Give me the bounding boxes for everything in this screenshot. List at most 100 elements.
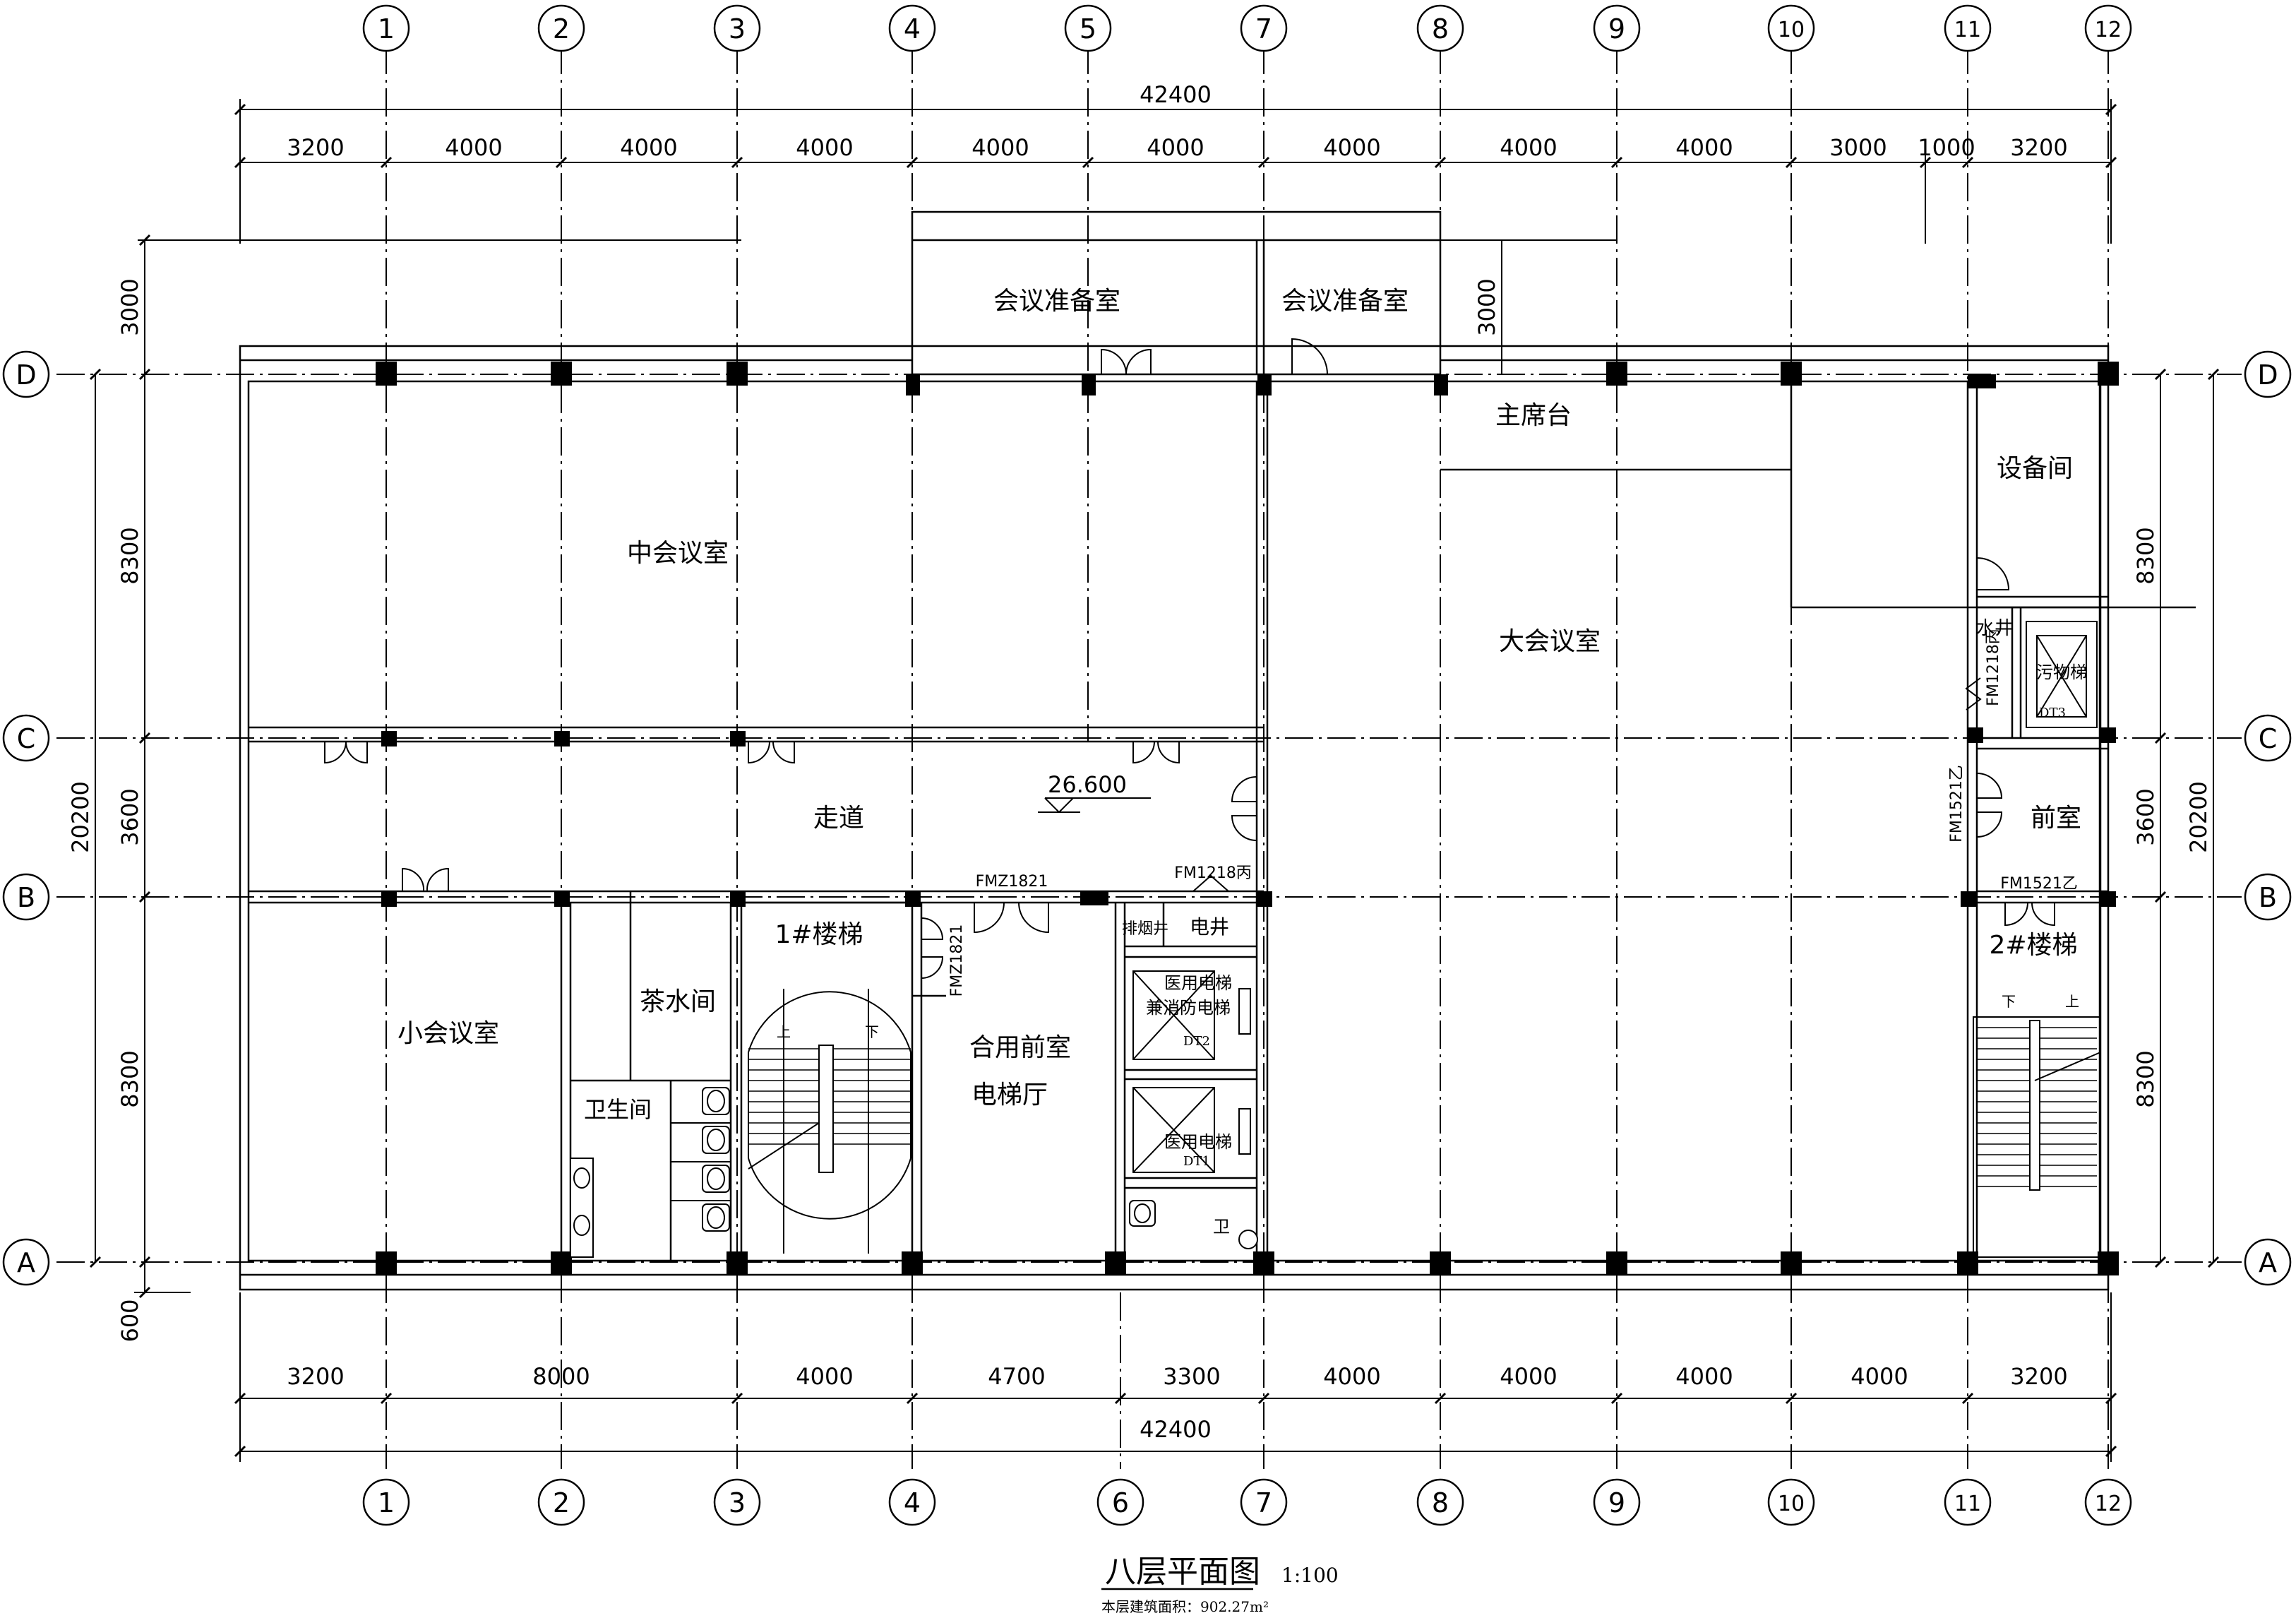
axis-bubble <box>888 4 936 52</box>
axis-bubble <box>713 4 761 52</box>
floor-drain <box>1238 1230 1258 1249</box>
room-label: 会议准备室 <box>1281 287 1409 316</box>
axis-bubble <box>1593 4 1641 52</box>
dim-top: 4000 <box>971 134 1029 161</box>
dimension-texts-vertical: 3000 8300 3600 8300 600 20200 8300 3600 … <box>67 278 2212 1342</box>
door-swing <box>402 867 425 892</box>
column <box>1430 1251 1451 1275</box>
room-label: 2#楼梯 <box>1989 931 2077 960</box>
axis-bubble <box>537 1478 585 1526</box>
dim-bottom: 4000 <box>1850 1363 1908 1390</box>
column <box>554 731 570 746</box>
column <box>551 362 572 386</box>
room-label: 水井 <box>1976 618 2013 639</box>
dim-top: 4000 <box>1147 134 1204 161</box>
axis-bubble <box>2084 1478 2132 1526</box>
dim-bottom: 4000 <box>1500 1363 1557 1390</box>
door-swing <box>1976 773 2003 799</box>
stair-1 <box>748 989 911 1254</box>
column <box>727 1251 748 1275</box>
dim-top: 3000 <box>1829 134 1887 161</box>
drawing-scale: 1:100 <box>1281 1564 1339 1587</box>
axis-label: 6 <box>1112 1487 1129 1518</box>
column <box>1257 891 1272 907</box>
door-swing <box>772 741 795 764</box>
dim-left: 600 <box>116 1299 143 1342</box>
column <box>902 1251 923 1275</box>
axis-label: 9 <box>1608 1487 1625 1518</box>
axis-bubble <box>1240 4 1288 52</box>
columns <box>376 362 2119 1275</box>
column <box>554 891 570 907</box>
door-code: FM1521乙 <box>1948 765 1966 843</box>
axis-bubble <box>1767 4 1815 52</box>
fixtures <box>570 1087 1258 1258</box>
dim-right: 8300 <box>2132 527 2159 584</box>
column <box>730 891 746 907</box>
stair-marks: 上 下 下 上 <box>777 993 2079 1040</box>
column <box>1961 891 1976 907</box>
title-block: 八层平面图 1:100 本层建筑面积：902.27m² <box>1101 1554 1339 1615</box>
door-swing <box>1101 348 1127 375</box>
column <box>2100 727 2116 743</box>
stair-2 <box>1973 1016 2101 1258</box>
room-label: 中会议室 <box>627 539 729 568</box>
doors <box>324 338 2055 979</box>
dimension-lines <box>89 99 2220 1462</box>
stair-down-mark: 下 <box>2002 993 2016 1010</box>
axis-bubble <box>2 1238 50 1286</box>
dim-left: 3000 <box>116 278 143 335</box>
axis-bubble <box>2 350 50 398</box>
dim-bottom: 3300 <box>1163 1363 1220 1390</box>
elevation-triangle <box>1038 797 1080 813</box>
dim-right: 8300 <box>2132 1050 2159 1107</box>
column <box>1434 374 1448 395</box>
walls <box>239 210 2196 1291</box>
door-swing <box>426 867 449 892</box>
axis-bubble <box>2244 714 2292 762</box>
door-swing <box>1976 557 2010 590</box>
column <box>2098 362 2119 386</box>
elevator-label: 污物梯 <box>2036 662 2087 682</box>
axis-label: 1 <box>378 1487 395 1518</box>
column <box>376 362 397 386</box>
axis-bubble <box>2084 4 2132 52</box>
door-swing <box>2031 902 2055 927</box>
axis-label: 8 <box>1432 1487 1449 1518</box>
axis-label: 10 <box>1778 18 1805 42</box>
axis-label: D <box>16 359 36 391</box>
elevator-labels: 医用电梯 兼消防电梯 DT2 医用电梯 DT1 污物梯 DT3 <box>1146 662 2087 1169</box>
axis-bubble <box>1416 4 1464 52</box>
stair-up-mark: 上 <box>777 1023 791 1040</box>
column <box>381 731 397 746</box>
axis-label: 7 <box>1255 1487 1272 1518</box>
door-swing <box>1157 741 1180 764</box>
column <box>1781 362 1802 386</box>
door-code: FM1521乙 <box>2000 875 2078 893</box>
dim-left: 8300 <box>116 527 143 584</box>
axis-bubble <box>1240 1478 1288 1526</box>
door-codes: FMZ1821 FMZ1821 FM1218丙 FM1218丙 FM1521乙 … <box>948 629 2078 997</box>
elevation-marker: 26.600 <box>1038 771 1151 813</box>
dim-top: 4000 <box>445 134 502 161</box>
outer-wall <box>239 345 2110 1291</box>
axis-label: 3 <box>729 1487 746 1518</box>
dim-right: 3600 <box>2132 788 2159 845</box>
dim-annex: 3000 <box>1473 278 1500 335</box>
dim-left: 3600 <box>116 788 143 845</box>
room-label: 合用前室 <box>969 1033 1071 1062</box>
dim-top: 4000 <box>620 134 677 161</box>
stair-up-mark: 上 <box>2065 993 2079 1010</box>
elevator-label: 医用电梯 <box>1164 1132 1232 1152</box>
dim-top: 4000 <box>1675 134 1733 161</box>
door-swing <box>1018 902 1049 934</box>
axis-bubble <box>2 873 50 921</box>
axis-bubble <box>1096 1478 1144 1526</box>
axis-label: 2 <box>553 13 570 44</box>
axis-bubble <box>888 1478 936 1526</box>
axis-bubble <box>362 4 410 52</box>
room-label: 走道 <box>813 804 864 833</box>
axis-label: 12 <box>2095 18 2122 42</box>
axis-label: 5 <box>1080 13 1096 44</box>
